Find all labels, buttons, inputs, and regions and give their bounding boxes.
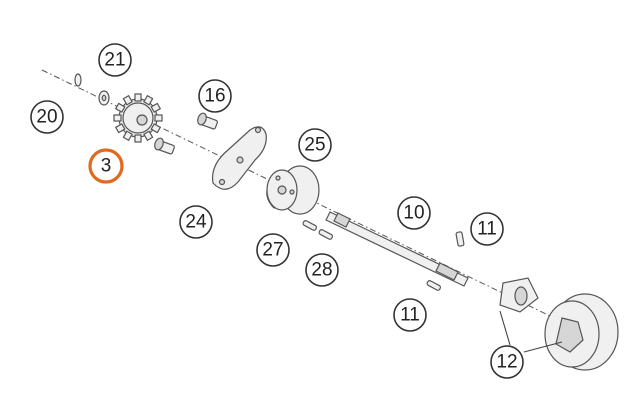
- svg-text:3: 3: [101, 156, 112, 177]
- cover-plate-hole-3: [236, 156, 244, 164]
- pin-part-28: [318, 229, 334, 240]
- washer-hole: [101, 94, 107, 102]
- callout-12: 12: [490, 345, 524, 379]
- callout-21: 21: [98, 43, 132, 77]
- callout-10: 10: [397, 196, 431, 230]
- screw-part-bottom: [154, 137, 175, 155]
- svg-text:12: 12: [496, 352, 517, 373]
- svg-text:11: 11: [400, 305, 420, 326]
- callout-27: 27: [256, 233, 290, 267]
- svg-text:10: 10: [403, 203, 424, 224]
- svg-text:27: 27: [262, 240, 283, 261]
- svg-text:11: 11: [477, 219, 497, 240]
- svg-text:21: 21: [104, 50, 125, 71]
- pin-part-11-bottom: [426, 280, 442, 291]
- screw-part-top: [197, 112, 218, 130]
- svg-text:28: 28: [311, 260, 332, 281]
- pin-part-27: [302, 220, 318, 231]
- callout-20: 20: [30, 100, 64, 134]
- callout-16: 16: [198, 79, 232, 113]
- svg-text:20: 20: [36, 107, 57, 128]
- callout-25: 25: [298, 128, 332, 162]
- callout-24: 24: [179, 205, 213, 239]
- callout-11-top: 11: [470, 212, 504, 246]
- pin-part-11-top: [455, 231, 465, 247]
- assembly-axis: [41, 69, 611, 346]
- inner-rotor-part: [499, 277, 539, 313]
- callout-28: 28: [305, 253, 339, 287]
- rotor-part: [266, 165, 320, 215]
- callout-3: 3: [88, 148, 124, 184]
- svg-text:16: 16: [204, 86, 225, 107]
- leader-line-12a: [499, 310, 511, 346]
- outer-rotor-part: [544, 293, 619, 371]
- cover-plate-hole-1: [254, 126, 262, 134]
- callout-11-bottom: 11: [393, 298, 427, 332]
- washer-part-20: [74, 73, 82, 87]
- gear-part: [113, 93, 163, 143]
- svg-text:25: 25: [304, 135, 325, 156]
- cover-plate-hole-2: [218, 178, 226, 186]
- leader-line-12b: [523, 341, 563, 353]
- shaft-part: [325, 211, 469, 287]
- svg-text:24: 24: [185, 212, 207, 233]
